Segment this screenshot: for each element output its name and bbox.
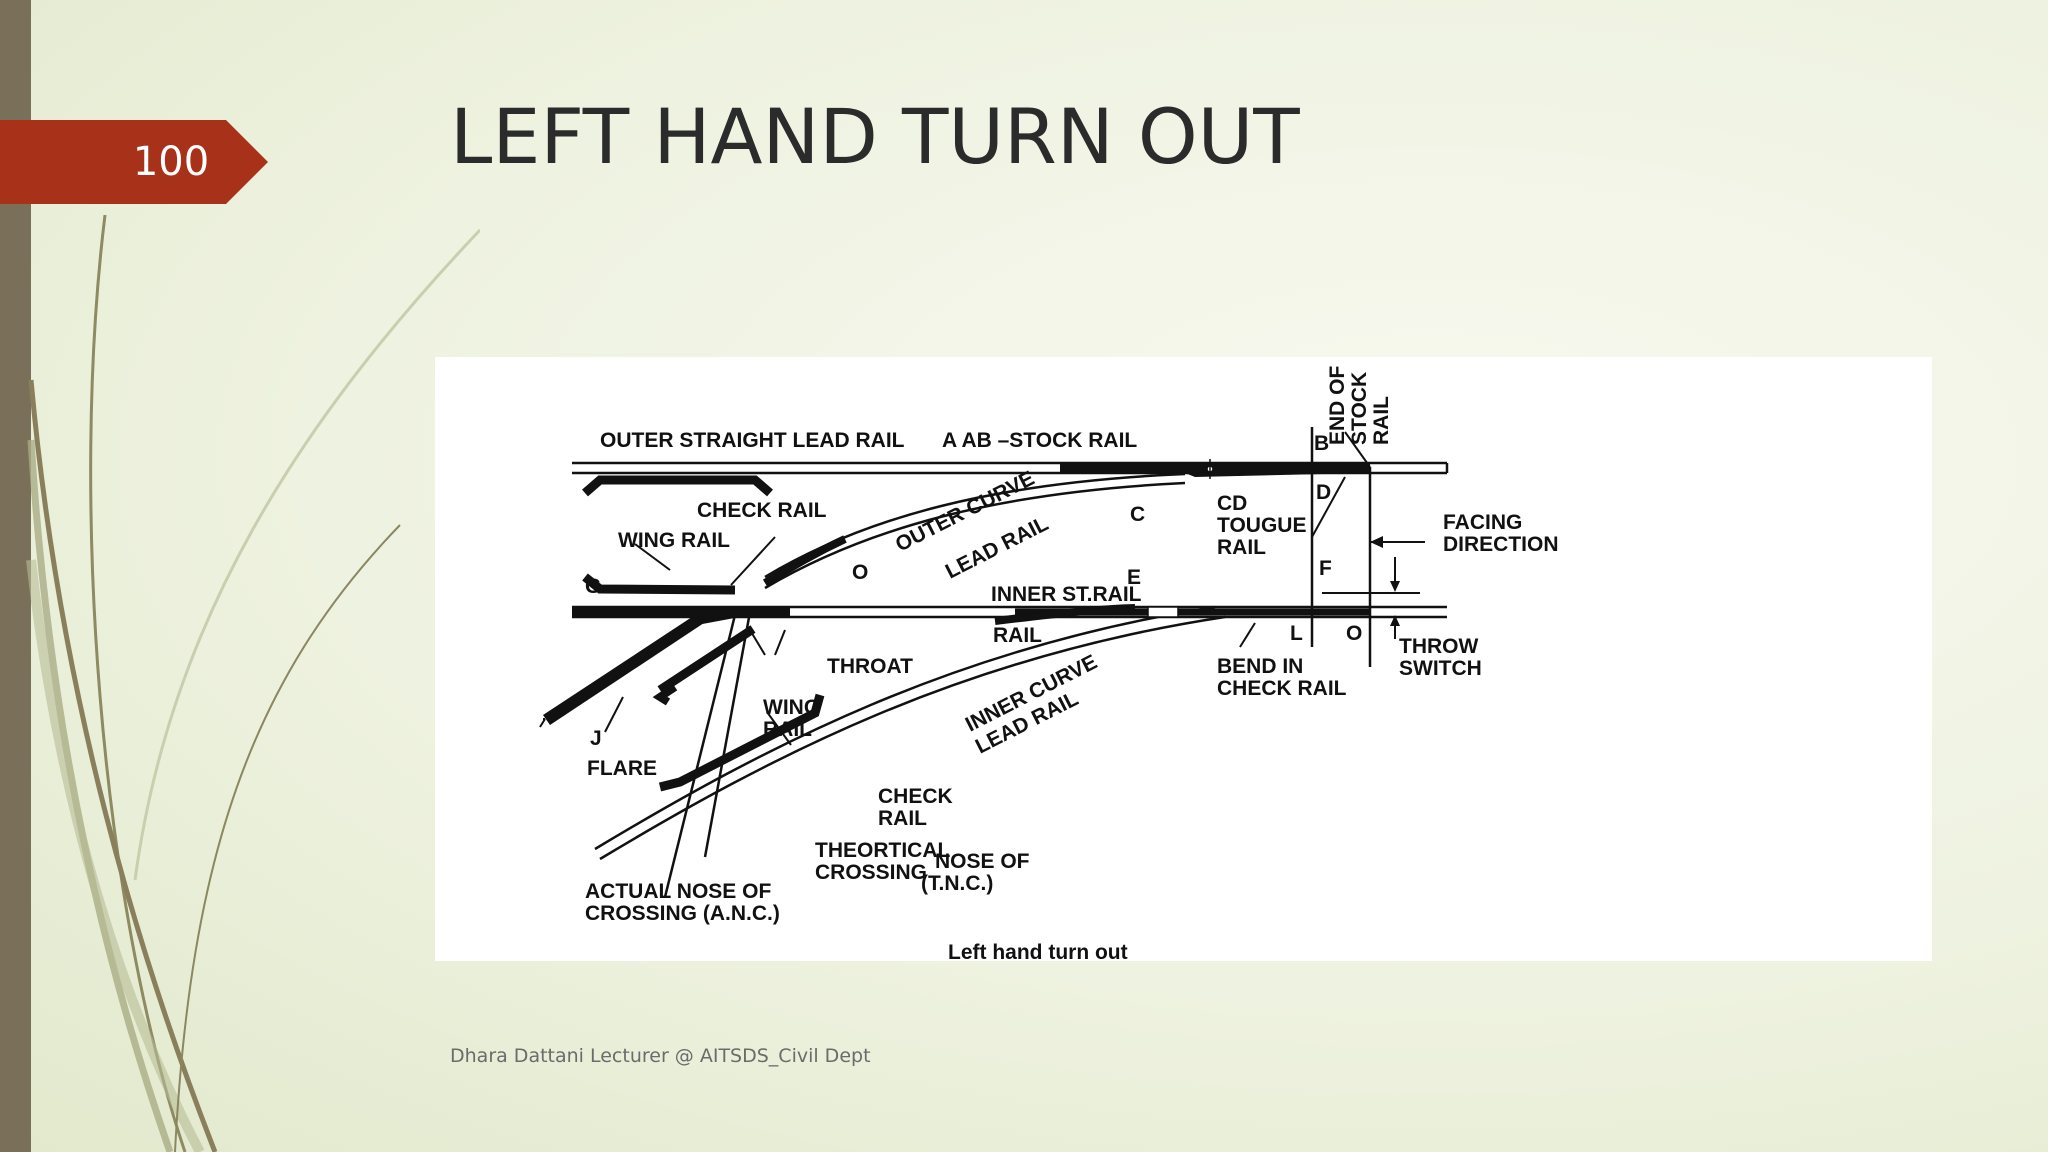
check-rail-lower xyxy=(658,693,825,792)
leader-bend xyxy=(1239,622,1256,648)
inner-curve-heavy xyxy=(994,604,1136,625)
label-inner-st-rail: INNER ST.RAIL xyxy=(991,583,1142,606)
label-check-rail-bend: CHECK RAIL xyxy=(1217,677,1347,700)
label-o-right: O xyxy=(1346,622,1362,645)
label-nose-of: NOSE OF xyxy=(935,850,1030,873)
label-rail-lower: RAIL xyxy=(763,718,812,741)
leader-throat-a xyxy=(749,629,766,656)
anc-line xyxy=(663,614,737,898)
wing-rail-top xyxy=(582,573,736,595)
label-f: F xyxy=(1319,557,1332,580)
flare-tip xyxy=(539,718,546,728)
label-flare: FLARE xyxy=(587,757,657,780)
outer-curve-heavy xyxy=(762,535,847,587)
diagram-caption: Left hand turn out xyxy=(948,941,1128,961)
label-check-lower: CHECK xyxy=(878,785,953,808)
wing-rail-lower xyxy=(543,615,710,725)
slide-title: LEFT HAND TURN OUT xyxy=(450,92,1300,181)
label-b: B xyxy=(1314,432,1329,455)
label-l: L xyxy=(1290,622,1303,645)
label-wing-lower: WING xyxy=(763,696,820,719)
label-crossing-tnc: CROSSING xyxy=(815,861,927,884)
label-crossing-anc: CROSSING (A.N.C.) xyxy=(585,902,780,925)
inner-curve-lead-rail-a xyxy=(594,605,1216,851)
turnout-diagram-svg: OUTER STRAIGHT LEAD RAIL A AB –STOCK RAI… xyxy=(539,365,1559,961)
label-stock: STOCK xyxy=(1348,372,1371,445)
tnc-line xyxy=(703,611,752,858)
label-bend-in: BEND IN xyxy=(1217,655,1303,678)
label-theortical: THEORTICAL xyxy=(815,839,950,862)
label-o-left: O xyxy=(852,561,868,584)
label-wing-rail-top: WING RAIL xyxy=(618,529,730,552)
leader-wing-rail-top xyxy=(634,543,671,571)
label-g: G xyxy=(585,575,601,598)
slide-number-tag xyxy=(0,120,268,204)
label-switch: SWITCH xyxy=(1399,657,1482,680)
label-tougue: TOUGUE xyxy=(1217,514,1306,537)
check-rail-top xyxy=(582,475,773,497)
label-direction: DIRECTION xyxy=(1443,533,1559,556)
label-facing: FACING xyxy=(1443,511,1522,534)
label-d: D xyxy=(1316,481,1331,504)
label-tnc: (T.N.C.) xyxy=(921,872,993,895)
slide-number: 100 xyxy=(132,139,210,185)
label-actual-nose: ACTUAL NOSE OF xyxy=(585,880,771,903)
label-throw: THROW xyxy=(1399,635,1478,658)
leader-check-rail-top xyxy=(730,536,776,586)
label-rail-inner: RAIL xyxy=(993,624,1042,647)
label-j: J xyxy=(590,727,602,750)
footer-credit: Dhara Dattani Lecturer @ AITSDS_Civil De… xyxy=(450,1045,871,1067)
label-check-rail-top: CHECK RAIL xyxy=(697,499,827,522)
outer-curve-lead-rail-b xyxy=(764,481,1186,590)
decorative-grass-curves xyxy=(26,214,480,1152)
leader-end-of-stock xyxy=(1344,431,1371,468)
wing-rail-lower-heavy xyxy=(657,625,756,694)
label-rail-check-lower: RAIL xyxy=(878,807,927,830)
label-cd: CD xyxy=(1217,492,1247,515)
label-outer-straight-lead-rail: OUTER STRAIGHT LEAD RAIL xyxy=(600,429,905,452)
label-end-of: END OF xyxy=(1326,365,1349,445)
label-stock-rail: A AB –STOCK RAIL xyxy=(942,429,1137,452)
tongue-rail-cd xyxy=(1185,465,1365,477)
inner-curve-lead-rail-b xyxy=(599,615,1226,861)
label-c: C xyxy=(1130,503,1145,526)
leader-flare xyxy=(604,696,624,733)
label-rail-cd: RAIL xyxy=(1217,536,1266,559)
leader-check-rail-lower xyxy=(766,711,792,746)
wing-rail-lower-end xyxy=(652,683,678,706)
label-rail-vertical: RAIL xyxy=(1370,396,1393,445)
leader-d xyxy=(1311,476,1346,538)
label-e: E xyxy=(1127,566,1141,589)
leader-throat-b xyxy=(774,629,786,656)
toe-marker-e xyxy=(1147,606,1179,618)
turnout-diagram: OUTER STRAIGHT LEAD RAIL A AB –STOCK RAI… xyxy=(435,357,1932,961)
label-throat: THROAT xyxy=(827,655,913,678)
